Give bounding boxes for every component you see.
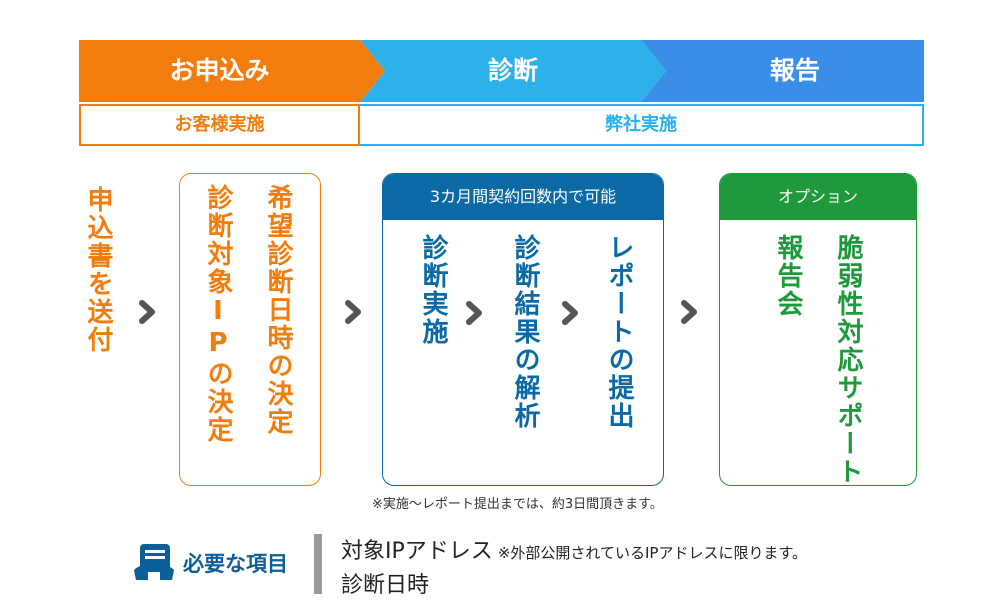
diagnosis-arrow xyxy=(360,40,666,102)
process-header: お申込み 診断 報告 xyxy=(79,40,924,102)
chevron-right-icon xyxy=(562,301,578,325)
document-hands-icon xyxy=(134,544,174,580)
requirement-ip-text: 対象IPアドレス xyxy=(341,539,493,564)
apply-arrow xyxy=(79,40,385,102)
chevron-right-icon xyxy=(139,300,155,324)
requirements-label: 必要な項目 xyxy=(183,552,288,576)
send-form-text: 申込書を送付 xyxy=(83,186,113,354)
step-report-label: 報告 xyxy=(769,56,820,85)
customer-decision-box: 希望診断日時の決定 診断対象IPの決定 xyxy=(179,173,321,486)
diagnosis-run-text: 診断実施 xyxy=(418,234,448,346)
company-side-label: 弊社実施 xyxy=(360,104,924,146)
chevron-right-icon xyxy=(466,301,482,325)
report-submit-text: レポートの提出 xyxy=(604,234,634,430)
option-box-header: オプション xyxy=(720,174,916,220)
requirement-ip-row: 対象IPアドレス ※外部公開されているIPアドレスに限ります。 xyxy=(341,533,807,565)
diagnosis-box-header: 3カ月間契約回数内で可能 xyxy=(383,174,663,220)
customer-side-label: お客様実施 xyxy=(79,104,360,146)
requirements-divider xyxy=(314,534,322,594)
report-meeting-text: 報告会 xyxy=(773,234,803,318)
option-box: オプション 脆弱性対応サポート 報告会 xyxy=(719,173,917,486)
chevron-right-icon xyxy=(345,300,361,324)
chevron-right-icon xyxy=(681,300,697,324)
requirement-date-text: 診断日時 xyxy=(341,573,430,598)
process-arrows xyxy=(79,40,924,102)
desired-date-text: 希望診断日時の決定 xyxy=(263,184,293,436)
report-arrow xyxy=(641,40,924,102)
step-apply-label: お申込み xyxy=(169,56,270,85)
result-analysis-text: 診断結果の解析 xyxy=(510,234,540,430)
duration-note: ※実施〜レポート提出までは、約3日間頂きます。 xyxy=(372,497,663,512)
step-diagnosis-label: 診断 xyxy=(487,56,538,85)
target-ip-text: 診断対象IPの決定 xyxy=(203,184,233,444)
requirement-ip-note: ※外部公開されているIPアドレスに限ります。 xyxy=(497,544,807,562)
diagnosis-box: 3カ月間契約回数内で可能 診断実施 診断結果の解析 レポートの提出 xyxy=(382,173,664,486)
vulnerability-support-text: 脆弱性対応サポート xyxy=(833,234,863,486)
